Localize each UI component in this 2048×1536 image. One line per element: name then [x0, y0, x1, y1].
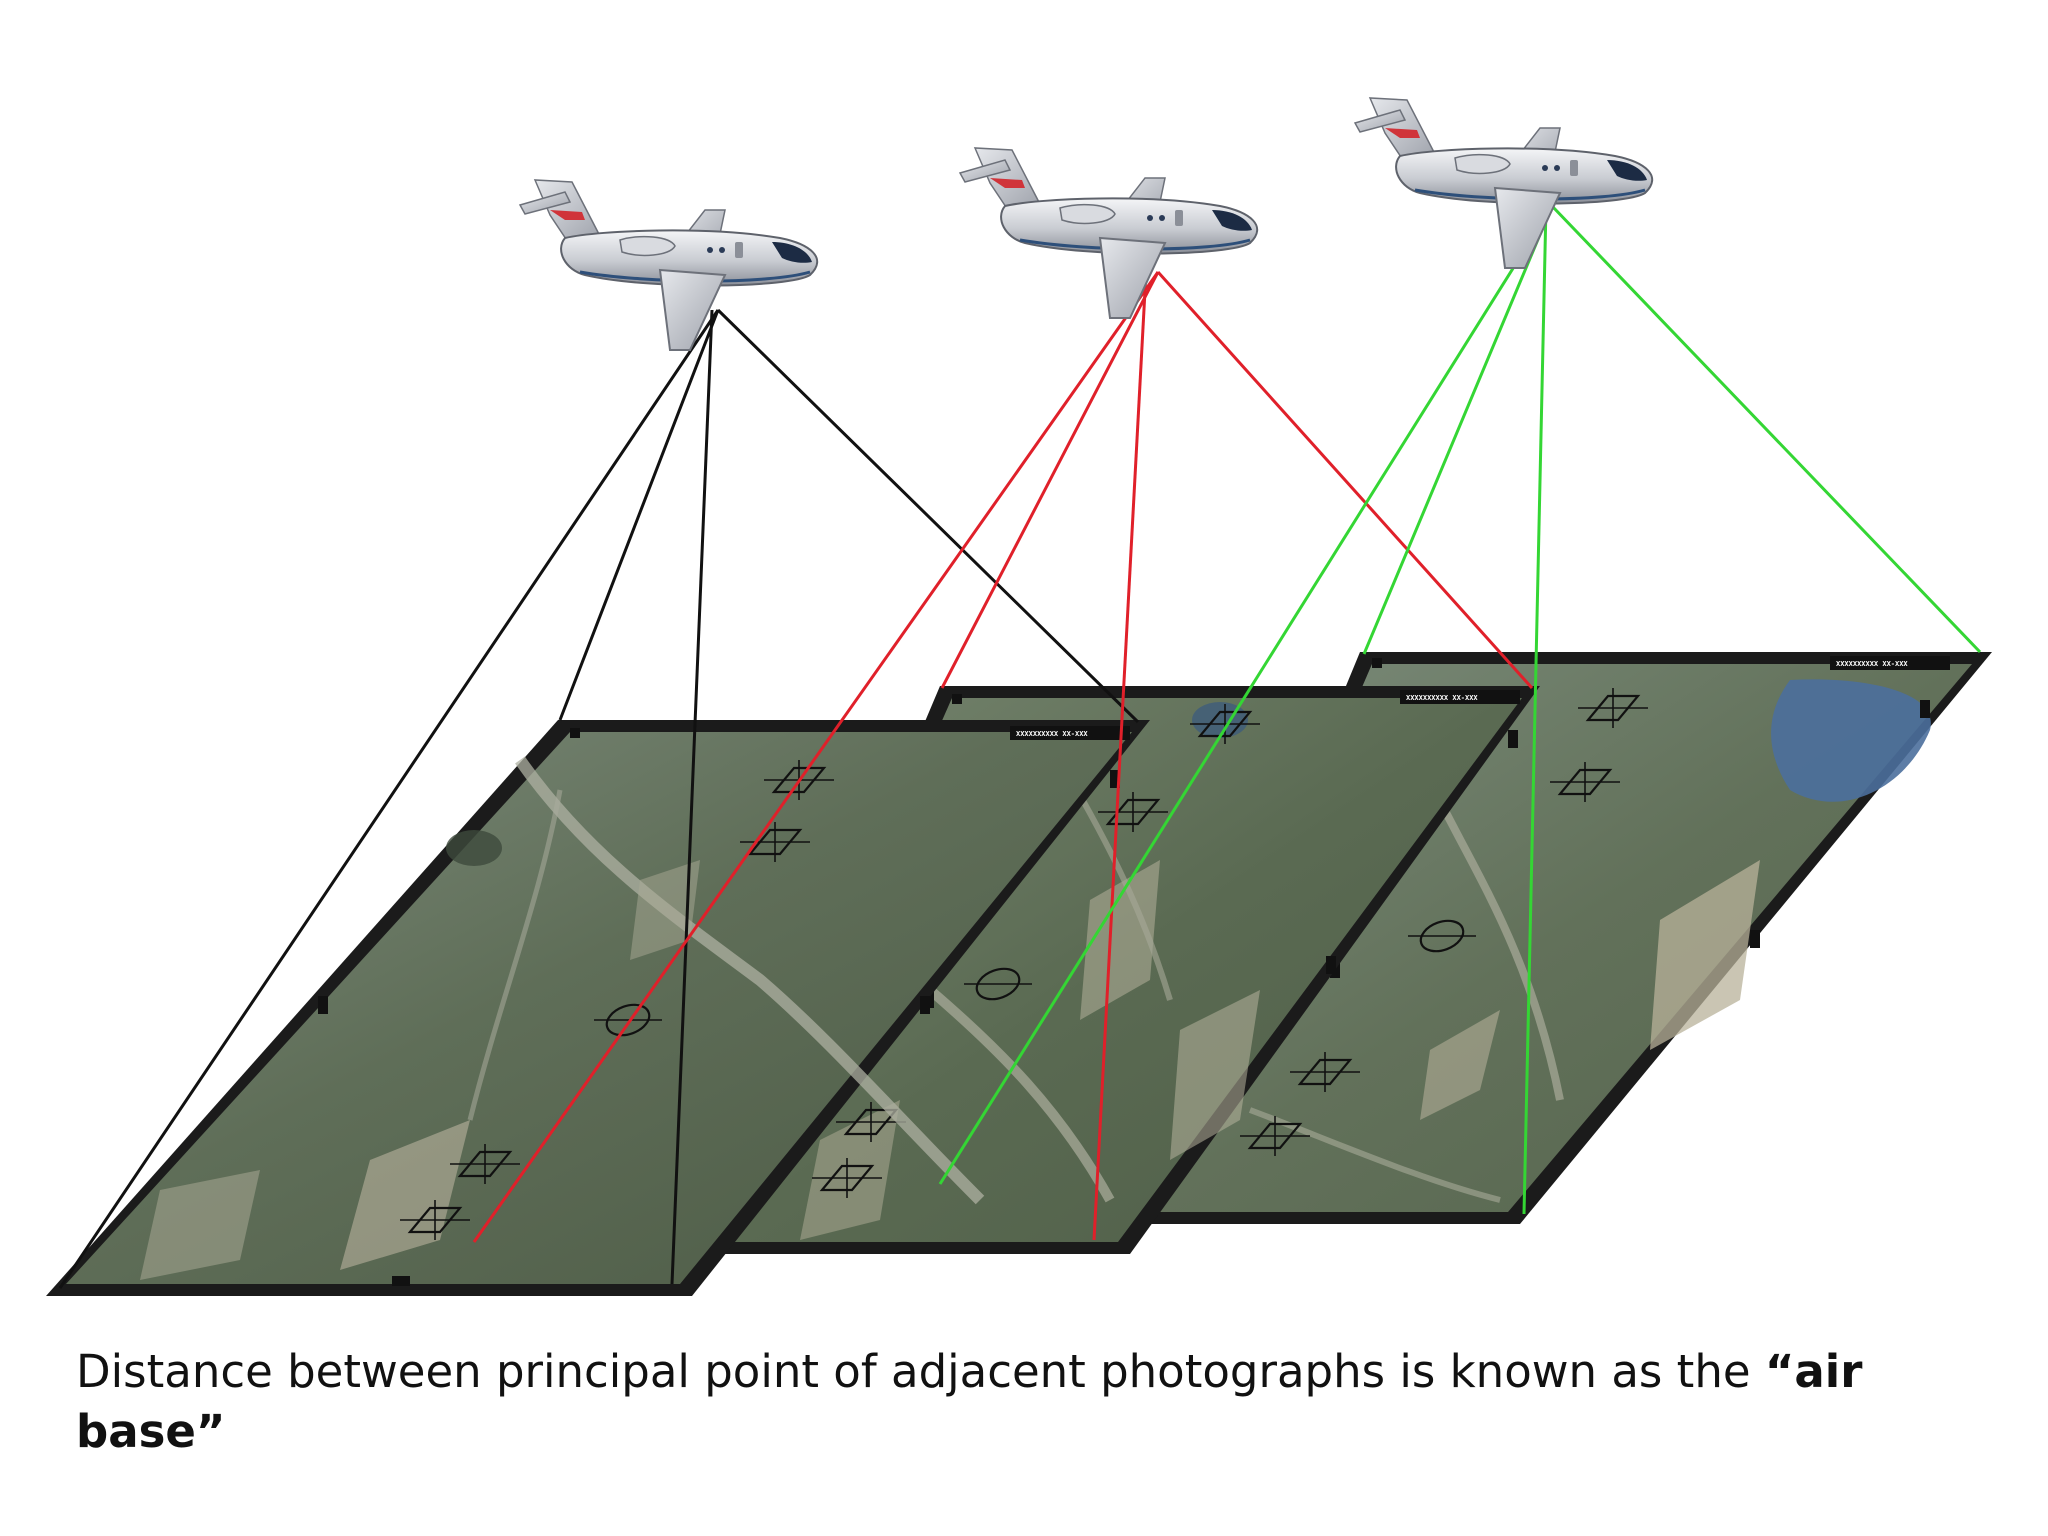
photo-2-header-label: XXXXXXXXXX XX-XXX [1406, 694, 1478, 702]
caption-text: Distance between principal point of adja… [76, 1342, 1976, 1462]
photo-3-header-label: XXXXXXXXXX XX-XXX [1836, 660, 1908, 668]
airplane-icon [960, 148, 1257, 318]
airplane-icon [520, 180, 817, 350]
photo-1-header-label: XXXXXXXXXX XX-XXX [1016, 730, 1088, 738]
caption-prefix: Distance between principal point of adja… [76, 1345, 1765, 1398]
airplane-icon [1355, 98, 1652, 268]
